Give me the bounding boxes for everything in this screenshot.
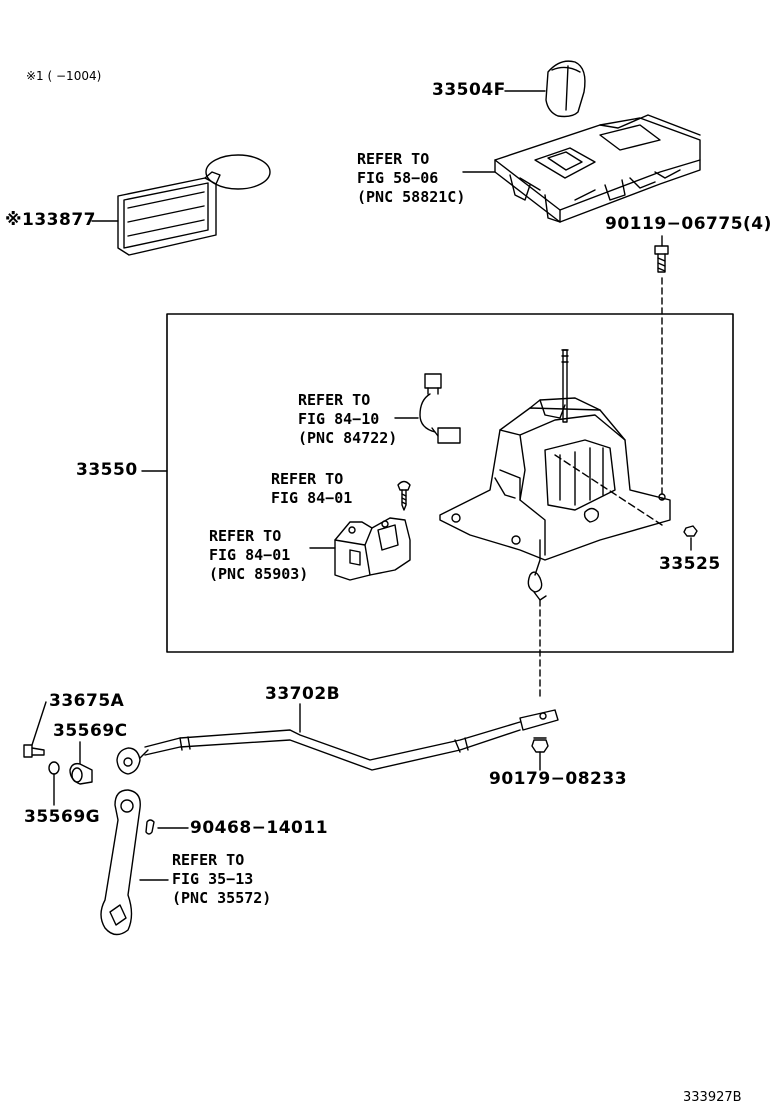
ref-line: FIG 35−13 <box>172 870 254 888</box>
ref-line: FIG 58−06 <box>357 169 439 187</box>
figure-id: 333927B <box>683 1090 742 1105</box>
part-number-90179[interactable]: 90179−08233 <box>489 769 628 789</box>
ref-line: REFER TO <box>357 150 430 168</box>
part-number-33675a[interactable]: 33675A <box>49 691 125 711</box>
ref-line: REFER TO <box>271 470 344 488</box>
flange-nut-icon <box>531 737 549 753</box>
part-number-90119[interactable]: 90119−06775(4) <box>605 214 772 234</box>
wire-connector-icon <box>419 373 461 444</box>
ref-line: REFER TO <box>298 391 371 409</box>
ref-line: (PNC 58821C) <box>357 188 466 206</box>
washer-icon <box>48 761 60 775</box>
ref-line: (PNC 85903) <box>209 565 309 583</box>
note-text: ※1 ( −1004) <box>26 69 102 83</box>
ref-line: FIG 84−01 <box>209 546 291 564</box>
ref-line: FIG 84−10 <box>298 410 380 428</box>
ref-line: (PNC 35572) <box>172 889 272 907</box>
ref-line: REFER TO <box>209 527 282 545</box>
ref-line: (PNC 84722) <box>298 429 398 447</box>
ref-line: REFER TO <box>172 851 245 869</box>
nut-icon <box>683 525 698 537</box>
refer-console[interactable]: REFER TO FIG 58−06 (PNC 58821C) <box>357 150 465 207</box>
shift-knob-icon <box>545 60 586 118</box>
transmission-cable-icon <box>116 709 559 775</box>
part-number-33550[interactable]: 33550 <box>76 460 138 480</box>
part-number-33504f[interactable]: 33504F <box>432 80 506 100</box>
part-number-35569c[interactable]: 35569C <box>53 721 128 741</box>
part-number-33877[interactable]: ※133877 <box>5 210 96 230</box>
part-number-33525[interactable]: 33525 <box>659 554 721 574</box>
part-number-90468[interactable]: 90468−14011 <box>190 818 329 838</box>
solenoid-block-icon <box>334 517 411 581</box>
console-panel-icon <box>494 114 701 223</box>
indicator-plate-icon <box>117 154 271 256</box>
shift-lever-assembly-icon <box>439 349 671 601</box>
small-bolt-icon <box>23 744 45 758</box>
part-number-35569g[interactable]: 35569G <box>24 807 101 827</box>
refer-wire[interactable]: REFER TO FIG 84−10 (PNC 84722) <box>298 391 397 448</box>
ref-line: FIG 84−01 <box>271 489 353 507</box>
clip-icon <box>145 819 155 835</box>
shift-lever-arm-icon <box>100 789 141 936</box>
bushing-icon <box>69 762 93 785</box>
bolt-icon <box>654 245 669 273</box>
refer-solenoid[interactable]: REFER TO FIG 84−01 (PNC 85903) <box>209 527 308 584</box>
screw-icon <box>397 480 411 511</box>
refer-lever-arm[interactable]: REFER TO FIG 35−13 (PNC 35572) <box>172 851 271 908</box>
refer-screw[interactable]: REFER TO FIG 84−01 <box>271 470 352 508</box>
part-number-33702b[interactable]: 33702B <box>265 684 341 704</box>
